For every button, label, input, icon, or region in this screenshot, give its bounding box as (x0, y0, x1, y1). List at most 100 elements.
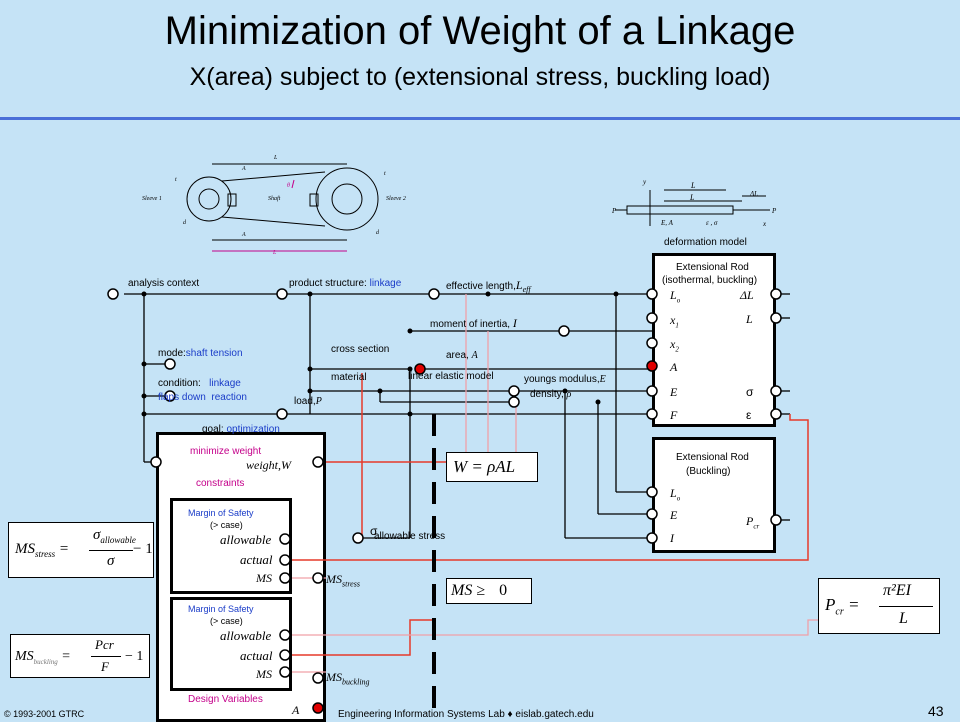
allowable-sigma-symbol: σ (370, 524, 378, 538)
junction-dots (141, 291, 619, 417)
analysis-context-label: analysis context (128, 278, 200, 289)
title-divider (0, 117, 960, 120)
rod1-port-dl: ΔL (740, 288, 754, 302)
deform-x-label: x (763, 220, 767, 228)
design-variables-label: Design Variables (188, 694, 263, 705)
page-number: 43 (928, 703, 944, 719)
mos2-actual: actual (240, 648, 273, 663)
deform-y-label: y (643, 178, 647, 186)
effective-length-label: effective length,Leff (446, 278, 531, 294)
deform-ea-label: E, A (661, 219, 673, 227)
extensional-rod-buckling-box (652, 437, 776, 553)
ms-buckling-label: MSbuckling (326, 670, 370, 687)
ms-stress-label: MSstress (326, 572, 360, 589)
ms-stress-formula-box: MSstress = σallowable σ − 1 (8, 522, 154, 578)
rod1-port-x1: x1 (670, 313, 679, 330)
sketch-theta-label: θ (287, 183, 290, 189)
mode-label: mode:shaft tension (158, 348, 243, 359)
footer-lab: Engineering Information Systems Lab ♦ ei… (338, 709, 594, 720)
mos1-title: Margin of Safety (188, 508, 254, 518)
mos2-case: (> case) (210, 616, 243, 626)
sketch-ds2-label: t (384, 171, 386, 177)
sleeve2-outer-circle (315, 167, 379, 231)
sketch-l-label: L (274, 155, 278, 161)
slide-subtitle: X(area) subject to (extensional stress, … (189, 63, 771, 91)
port-nodes (107, 288, 782, 714)
mos2-title: Margin of Safety (188, 604, 254, 614)
rod2-subtitle: (Buckling) (686, 466, 731, 477)
deform-eps-label: ε , σ (706, 219, 718, 227)
mos1-case: (> case) (210, 520, 243, 530)
deform-leff-label: L (690, 193, 695, 202)
rod1-port-sigma: σ (746, 385, 754, 399)
shaft-label: Shaft (268, 196, 281, 202)
minimize-weight-label: minimize weight (190, 446, 262, 457)
sketch-a2-label: A (242, 232, 246, 238)
mos1-actual: actual (240, 552, 273, 567)
youngs-modulus-label: youngs modulus,E (524, 374, 606, 385)
sketch-a1-label: A (242, 166, 246, 172)
pcr-formula-box: Pcr = π²EI L (818, 578, 940, 634)
moment-of-inertia-label: moment of inertia, I (430, 316, 517, 330)
mos1-ms: MS (256, 571, 272, 585)
rod2-port-lo: Lo (670, 486, 681, 503)
rod2-port-pcr: Pcr (746, 514, 760, 531)
extensional-rod-box (652, 253, 776, 427)
area-label: area, A (446, 350, 478, 361)
rod1-port-f: F (670, 408, 678, 422)
margin-of-safety-box-2 (170, 597, 292, 691)
rod2-title: Extensional Rod (676, 452, 749, 463)
weight-formula-box: W = ρAL (446, 452, 538, 482)
rod1-port-a: A (670, 360, 678, 374)
constraints-label: constraints (196, 478, 245, 489)
linear-elastic-model-label: linear elastic model (408, 371, 494, 382)
deform-p1-label: P (612, 207, 617, 215)
slide-title: Minimization of Weight of a Linkage (164, 9, 796, 53)
connector-lines (124, 293, 790, 539)
rod1-port-l: L (746, 312, 753, 326)
deform-dl-label: ΔL (750, 190, 759, 198)
deformation-sketch (615, 189, 770, 226)
sketch-dd2-label: d (376, 230, 379, 236)
deform-l-label: L (691, 181, 696, 190)
condition-values: flaps down reaction (158, 392, 247, 403)
weight-label: weight,W (246, 458, 291, 472)
sketch-dd1-label: d (183, 220, 186, 226)
deform-p2-label: P (772, 207, 777, 215)
allowable-stress-label: allowable stress (374, 531, 446, 542)
material-label: material (331, 372, 367, 383)
linkage-sketch (186, 163, 379, 252)
mos1-allowable: allowable (220, 532, 272, 547)
rod1-port-x2: x2 (670, 337, 679, 354)
rod1-title: Extensional Rod (676, 262, 749, 273)
sketch-ds1-label: t (175, 177, 177, 183)
deformation-model-caption: deformation model (664, 237, 747, 248)
sleeve2-inner-circle (331, 183, 363, 215)
rod2-port-e: E (670, 508, 678, 522)
rod1-port-e: E (670, 385, 678, 399)
ms-buckling-formula-box: MSbuckling = Pcr F − 1 (10, 634, 150, 678)
rod2-port-i: I (670, 531, 674, 545)
cross-section-label: cross section (331, 344, 390, 355)
rod1-subtitle: (isothermal, buckling) (662, 275, 758, 286)
ms-nonnegative-box: MS ≥0 (446, 578, 532, 604)
load-label: load,P (294, 396, 322, 407)
mos2-allowable: allowable (220, 628, 272, 643)
design-variable-a: A (292, 703, 300, 717)
sleeve1-inner-circle (198, 188, 220, 210)
density-label: density, ρ (530, 389, 572, 400)
condition-label: condition: linkage (158, 378, 241, 389)
rod1-port-eps: ε (746, 408, 752, 422)
goal-label: goal: optimization (202, 424, 280, 435)
sleeve1-outer-circle (186, 176, 232, 222)
margin-of-safety-box-1 (170, 498, 292, 594)
footer-copyright: © 1993-2001 GTRC (4, 709, 85, 719)
mos2-ms: MS (256, 667, 272, 681)
sleeve1-label: Sleeve 1 (142, 196, 162, 202)
sleeve2-label: Sleeve 2 (386, 196, 406, 202)
product-structure-label: product structure: linkage (289, 278, 402, 289)
red-links (292, 373, 809, 656)
rod1-port-lo: Lo (670, 288, 681, 305)
sketch-leff-label: L (273, 250, 277, 256)
